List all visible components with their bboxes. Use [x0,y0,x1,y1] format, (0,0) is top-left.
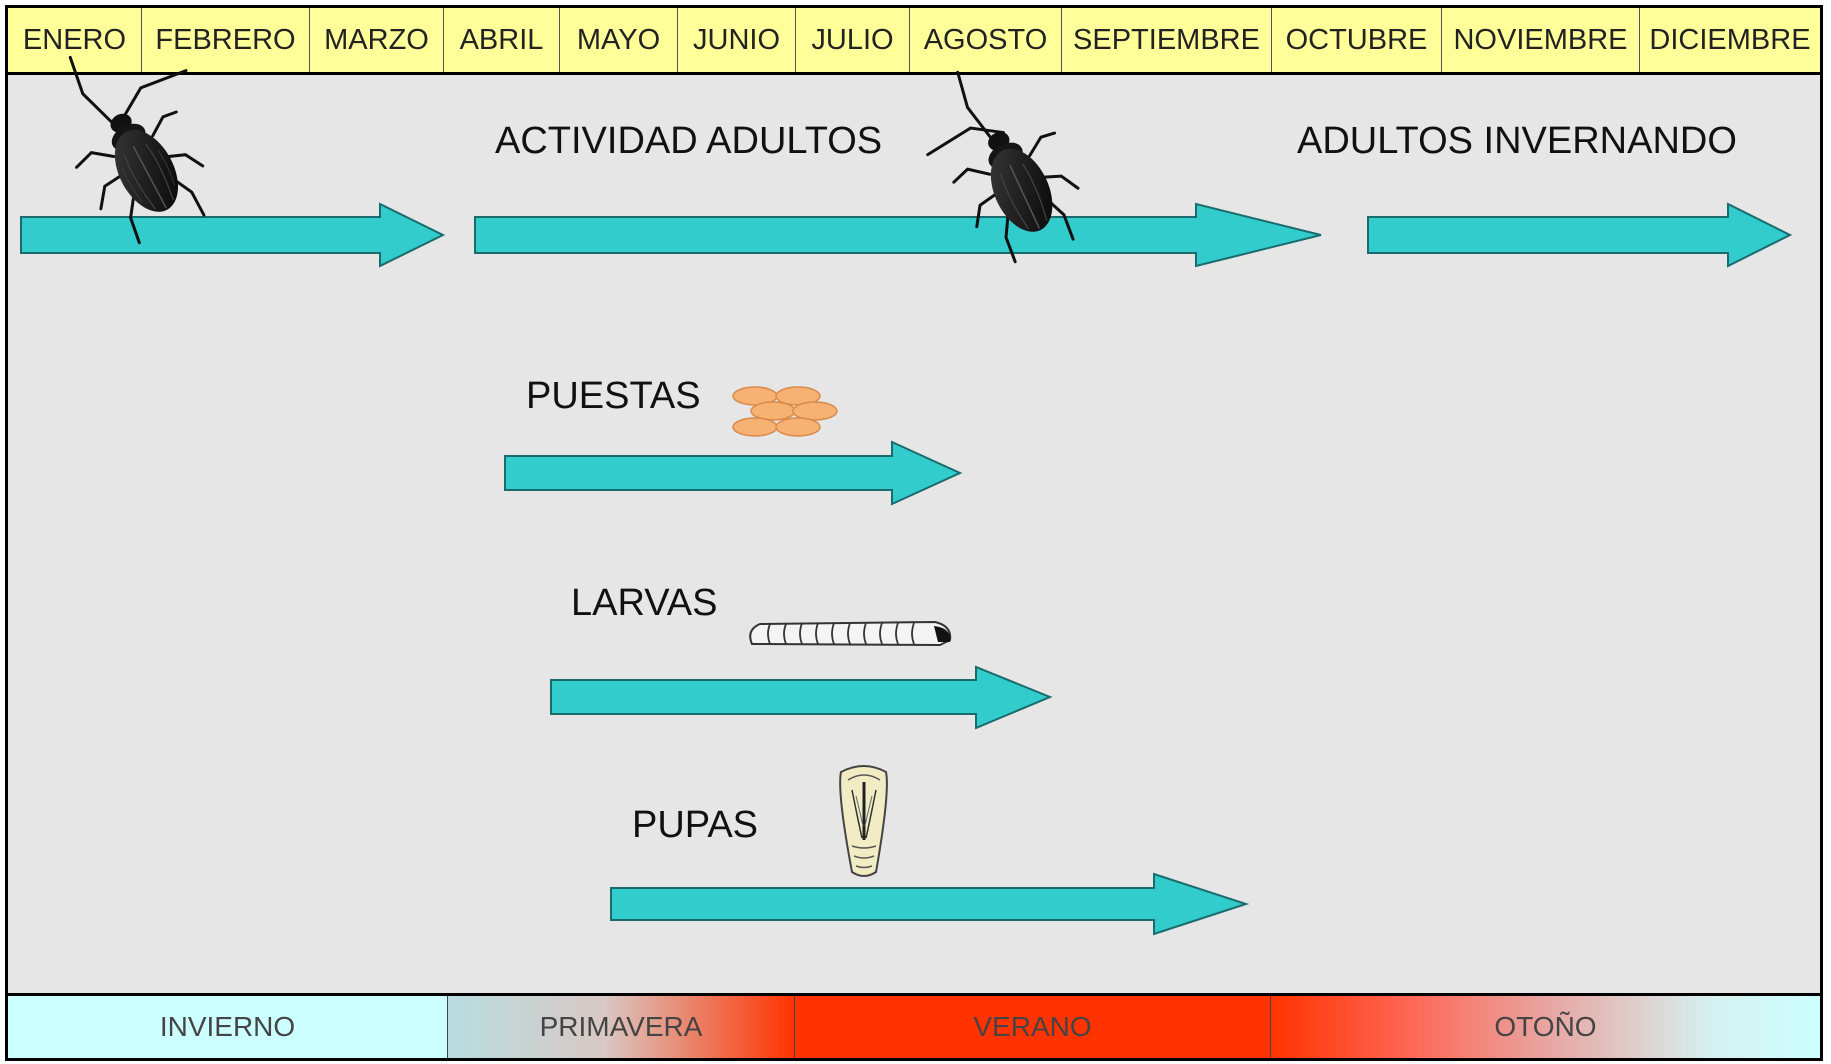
beetle-icon [68,55,206,245]
month-label: SEPTIEMBRE [1062,8,1272,72]
pupae-label: PUPAS [632,804,759,846]
month-label: MARZO [310,8,444,72]
larvae-arrow [550,665,1053,730]
month-header: ENERO FEBRERO MARZO ABRIL MAYO JUNIO JUL… [5,5,1823,75]
larva-icon [749,620,952,647]
month-label: DICIEMBRE [1649,23,1811,56]
season-spring: PRIMAVERA [447,996,794,1058]
eggs-icon [732,386,838,437]
adult-activity-label: ACTIVIDAD ADULTOS [495,120,883,162]
beetle-icon [926,70,1080,264]
season-bar: INVIERNO PRIMAVERA VERANO OTOÑO [5,993,1823,1061]
adult-overwintering-label: ADULTOS INVERNANDO [1297,120,1737,162]
adult-activity-arrow-1 [20,202,446,268]
adult-activity-arrow-2 [474,202,1322,268]
month-label: ENERO [8,8,142,72]
month-label: OCTUBRE [1272,8,1442,72]
month-label: AGOSTO [910,8,1062,72]
eggs-label: PUESTAS [526,375,701,417]
pupae-arrow [610,872,1250,936]
month-label: ABRIL [444,8,560,72]
month-label: NOVIEMBRE [1442,8,1640,72]
eggs-arrow [504,440,963,506]
season-summer: VERANO [794,996,1270,1058]
season-winter: INVIERNO [8,996,447,1058]
month-label: FEBRERO [142,8,310,72]
pupa-icon [839,765,888,877]
month-label: JULIO [796,8,910,72]
season-autumn: OTOÑO [1270,996,1820,1058]
larvae-label: LARVAS [571,582,718,624]
month-label: JUNIO [678,8,796,72]
month-label: MAYO [560,8,678,72]
adult-overwintering-arrow [1367,202,1793,268]
